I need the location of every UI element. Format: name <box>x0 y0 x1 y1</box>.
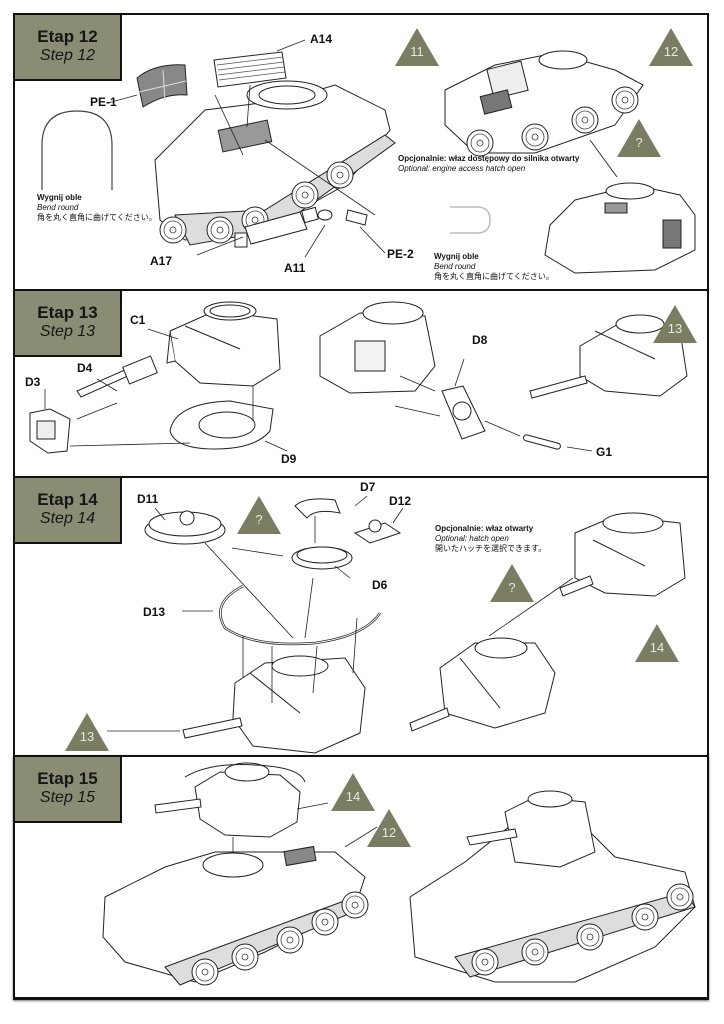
step-header: Etap 13 Step 13 <box>15 291 122 357</box>
badge-number: 14 <box>345 789 361 804</box>
part-label-d3: D3 <box>25 375 41 389</box>
g1-mg-part <box>523 434 561 450</box>
step-title-pl: Etap 13 <box>37 303 98 322</box>
bend-note-2-pl: Wygnij oble <box>434 252 479 261</box>
c1-turret-part <box>166 301 281 387</box>
step-14-panel: Etap 14 Step 14 D11 D7 D12 D6 D13 Opcjon… <box>13 476 709 757</box>
part-label-pe-2: PE-2 <box>387 247 414 261</box>
step-15-panel: Etap 15 Step 15 14 12 <box>13 755 709 1000</box>
part-label-d12: D12 <box>389 494 412 508</box>
part-label-d4: D4 <box>77 361 93 375</box>
finished-hull-drawing <box>445 51 644 157</box>
badge-number: 12 <box>381 825 397 840</box>
part-label-a17: A17 <box>150 254 173 268</box>
badge-question: ? <box>508 580 516 595</box>
step-title-pl: Etap 14 <box>37 490 98 509</box>
d3-mantlet-part <box>29 408 71 454</box>
step-15-illustration <box>102 762 696 986</box>
step-12-panel: Etap 12 Step 12 PE-1 A14 A17 A11 PE-2 Wy… <box>13 13 709 291</box>
step-ref-badge: 12 <box>649 28 693 66</box>
part-label-d8: D8 <box>472 333 488 347</box>
bent-wire-drawing <box>41 110 113 190</box>
step-header: Etap 15 Step 15 <box>15 757 122 823</box>
part-label-pe-1: PE-1 <box>90 95 117 109</box>
part-label-d7: D7 <box>360 480 376 494</box>
part-label-d11: D11 <box>137 492 159 506</box>
badge-question: ? <box>635 135 643 150</box>
d12-part <box>353 519 402 544</box>
a11-part <box>317 209 333 221</box>
step-header: Etap 12 Step 12 <box>15 15 122 81</box>
badge-number: 12 <box>663 44 679 59</box>
optional-note-en: Optional: engine access hatch open <box>398 164 526 173</box>
pe-1-mesh-part <box>136 64 188 108</box>
step-header: Etap 14 Step 14 <box>15 478 122 544</box>
bend-note-en: Bend round <box>37 203 79 212</box>
part-label-c1: C1 <box>130 313 146 327</box>
option-arrow <box>589 139 618 178</box>
badge-number: 11 <box>410 44 424 59</box>
optional-badge: ? <box>617 119 661 157</box>
d8-mantlet-part <box>441 385 486 440</box>
optional-note: Opcjonalnie: właz otwarty Optional: hatc… <box>435 524 546 554</box>
step-13-illustration <box>29 301 688 454</box>
step-title-en: Step 15 <box>39 789 96 806</box>
bend-note: Wygnij oble Bend round 角を丸く直角に曲げてください。 <box>37 193 157 223</box>
tank-hull-right-drawing <box>409 790 696 983</box>
step-ref-badge: 13 <box>65 713 109 751</box>
bend-note-2-en: Bend round <box>434 262 476 271</box>
tank-hull-left-drawing <box>102 845 369 986</box>
closed-hatch-turret-drawing <box>409 637 556 732</box>
a14-grille-part <box>213 51 287 88</box>
turret-assembly-drawing <box>319 301 436 394</box>
optional-badge: ? <box>237 496 281 534</box>
bent-wire-drawing-2 <box>450 206 491 234</box>
step-ref-badge: 13 <box>653 305 697 343</box>
d11-hatch-part <box>144 510 226 545</box>
optional-note-jp: 開いたハッチを選択できます。 <box>435 544 547 553</box>
part-label-d9: D9 <box>281 452 297 466</box>
step-title-en: Step 12 <box>39 47 96 64</box>
step-ref-badge: 14 <box>331 773 375 811</box>
badge-number: 14 <box>649 640 665 655</box>
optional-note-pl: Opcjonalnie: właz otwarty <box>435 524 534 533</box>
a17-muffler-part <box>234 206 319 248</box>
step-title-en: Step 14 <box>39 510 96 527</box>
badge-number: 13 <box>667 321 683 336</box>
badge-number: 13 <box>79 729 95 744</box>
step-12-illustration <box>15 15 696 274</box>
step-title-en: Step 13 <box>39 323 96 340</box>
optional-badge: ? <box>490 564 534 602</box>
optional-note-pl: Opcjonalnie: właz dostępowy do silnika o… <box>398 154 580 163</box>
step-ref-badge: 11 <box>395 28 439 66</box>
part-label-d13: D13 <box>143 605 166 619</box>
badge-question: ? <box>255 512 263 527</box>
part-label-g1: G1 <box>596 445 613 459</box>
bend-note-pl: Wygnij oble <box>37 193 82 202</box>
d7-part <box>294 498 341 519</box>
step-title-pl: Etap 12 <box>37 27 98 46</box>
step-ref-badge: 12 <box>367 809 411 847</box>
part-label-d6: D6 <box>372 578 388 592</box>
bend-note-2: Wygnij oble Bend round 角を丸く直角に曲げてください。 <box>434 252 554 282</box>
rear-view-hull-drawing <box>544 182 696 274</box>
part-label-a14: A14 <box>310 32 333 46</box>
tank-hull-drawing <box>154 80 396 246</box>
step-title-pl: Etap 15 <box>37 769 98 788</box>
optional-note-en: Optional: hatch open <box>435 534 509 543</box>
d9-base-part <box>169 400 274 450</box>
turret-exploded-drawing <box>154 762 306 838</box>
part-label-a11: A11 <box>284 261 306 275</box>
optional-note: Opcjonalnie: właz dostępowy do silnika o… <box>398 154 579 174</box>
turret-body-drawing <box>182 655 366 754</box>
bend-note-jp: 角を丸く直角に曲げてください。 <box>37 213 157 222</box>
step-13-panel: Etap 13 Step 13 C1 D4 D3 D9 D8 G1 13 <box>13 289 709 478</box>
open-hatch-turret-drawing <box>559 512 686 597</box>
d6-ring-part <box>291 546 353 570</box>
step-14-illustration <box>107 495 686 754</box>
pe-2-part <box>345 209 368 226</box>
bend-note-2-jp: 角を丸く直角に曲げてください。 <box>434 272 554 281</box>
step-ref-badge: 14 <box>635 624 679 662</box>
